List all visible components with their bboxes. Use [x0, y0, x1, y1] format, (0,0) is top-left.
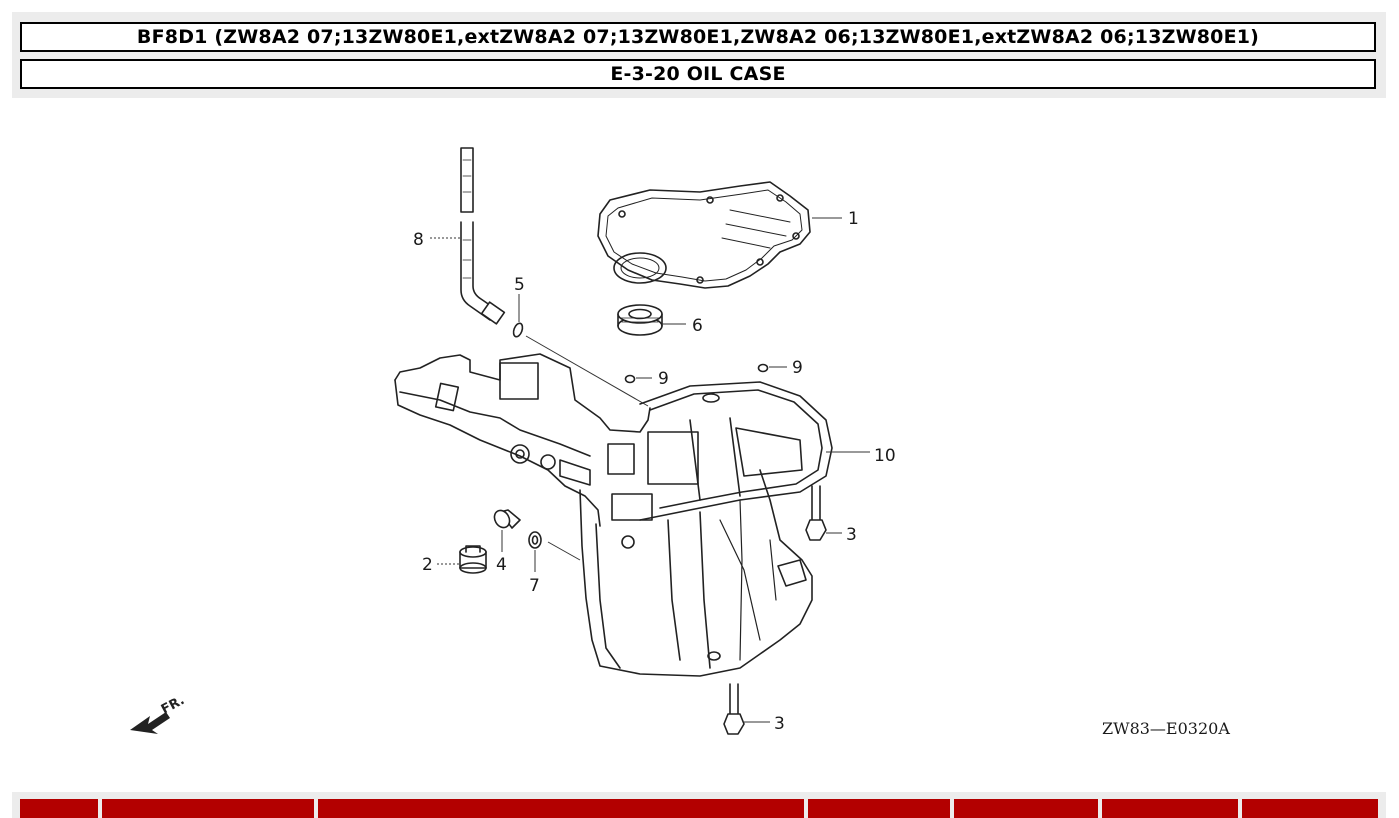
callout-3: 3 [846, 525, 857, 545]
parts-diagram: 1 2 3 3 4 5 6 7 8 9 9 10 FR. ZW83—E0320A [130, 147, 1230, 738]
callout-10: 10 [874, 446, 896, 466]
flange-bolt-part[interactable] [805, 485, 827, 541]
clip-part[interactable] [512, 322, 524, 338]
front-label: FR. [159, 693, 187, 718]
dowel-pin-part[interactable] [624, 374, 636, 384]
callout-7: 7 [529, 576, 540, 596]
leader-lines [430, 217, 870, 723]
callout-5: 5 [514, 275, 525, 295]
callout-2: 2 [422, 555, 433, 575]
front-arrow-icon: FR. [130, 693, 187, 734]
callout-8: 8 [413, 230, 424, 250]
callout-9-right: 9 [792, 358, 803, 378]
breather-tube-part[interactable] [460, 147, 506, 325]
drain-bolt-part[interactable] [491, 508, 521, 531]
oil-case-part[interactable] [394, 353, 833, 677]
gasket-part[interactable] [597, 181, 811, 289]
drawing-code: ZW83—E0320A [1102, 719, 1230, 738]
washer-part[interactable] [528, 531, 542, 549]
table-header-cell [102, 799, 314, 818]
table-header-cell [808, 799, 950, 818]
oil-seal-part[interactable] [617, 304, 663, 336]
flange-bolt-part[interactable] [723, 683, 745, 735]
table-header-cell [318, 799, 804, 818]
callout-3-lower: 3 [774, 714, 785, 734]
callout-6: 6 [692, 316, 703, 336]
model-title: BF8D1 (ZW8A2 07;13ZW80E1,extZW8A2 07;13Z… [20, 22, 1376, 52]
table-header-cell [20, 799, 98, 818]
dowel-pin-part[interactable] [757, 363, 769, 373]
callout-4: 4 [496, 555, 507, 575]
section-title: E-3-20 OIL CASE [20, 59, 1376, 89]
cap-nut-part[interactable] [459, 545, 487, 574]
table-header-cell [954, 799, 1098, 818]
table-header-cell [1102, 799, 1238, 818]
table-header-cell [1242, 799, 1378, 818]
callout-1: 1 [848, 209, 859, 229]
callout-9: 9 [658, 369, 669, 389]
